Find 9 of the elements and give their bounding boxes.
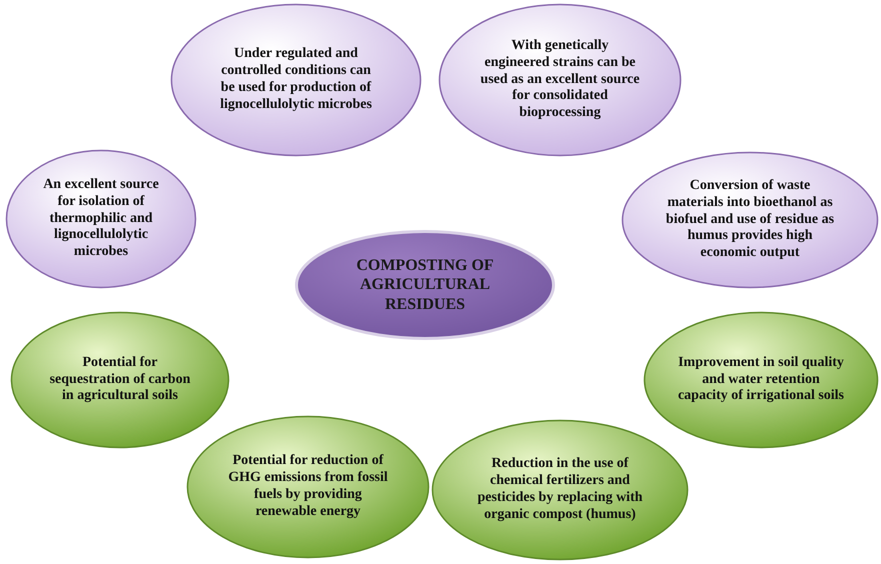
bubble-text: Potential for reduction of GHG emissions from fossil fuels by providing renewable energy <box>227 453 389 521</box>
bubble-text: Conversion of waste materials into bioethanol as biofuel and use of residue as humus provides high economic output <box>665 178 835 262</box>
bubble-text: Reduction in the use of chemical fertilizers and pesticides by replacing with organic compost (humus) <box>476 456 644 524</box>
central-title: COMPOSTING OF AGRICULTURAL RESIDUES <box>355 256 495 314</box>
bubble-text: Potential for sequestration of carbon in agricultural soils <box>48 354 192 406</box>
bubble-text: With genetically engineered strains can be used as an excellent source for consolidated bioprocessing <box>480 38 640 122</box>
bubble-text: An excellent source for isolation of thermophilic and lignocellulolytic microbes <box>42 177 160 261</box>
bubble-text: Under regulated and controlled conditions can be used for production of lignocellulolytic microbes <box>219 46 373 114</box>
bubble-text: Improvement in soil quality and water retention capacity of irrigational soils <box>676 354 846 406</box>
